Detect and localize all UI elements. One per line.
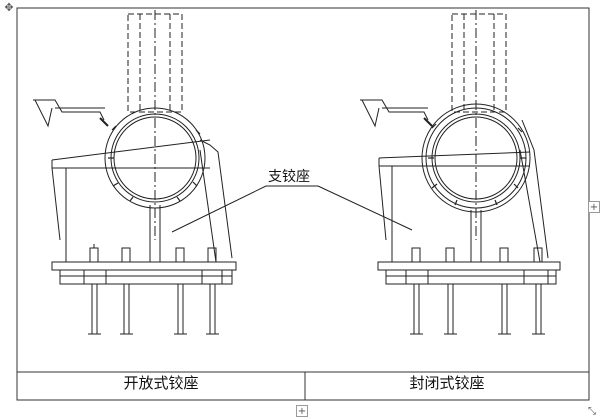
add-row-handle-icon[interactable]: +	[296, 405, 308, 417]
callout-label-hinge-seat: 支铰座	[268, 169, 310, 185]
caption-closed-hinge-seat: 封闭式铰座	[409, 374, 485, 392]
open-hinge-seat-drawing	[33, 10, 237, 335]
caption-open-hinge-seat: 开放式铰座	[123, 374, 199, 392]
resize-handle-icon[interactable]: ⤡	[588, 406, 596, 417]
callout-leader-lines	[171, 185, 413, 233]
page-frame	[16, 7, 590, 401]
move-handle-icon[interactable]: ✥	[4, 1, 14, 14]
add-column-handle-icon[interactable]: +	[588, 201, 600, 213]
closed-hinge-seat-drawing	[360, 10, 561, 335]
